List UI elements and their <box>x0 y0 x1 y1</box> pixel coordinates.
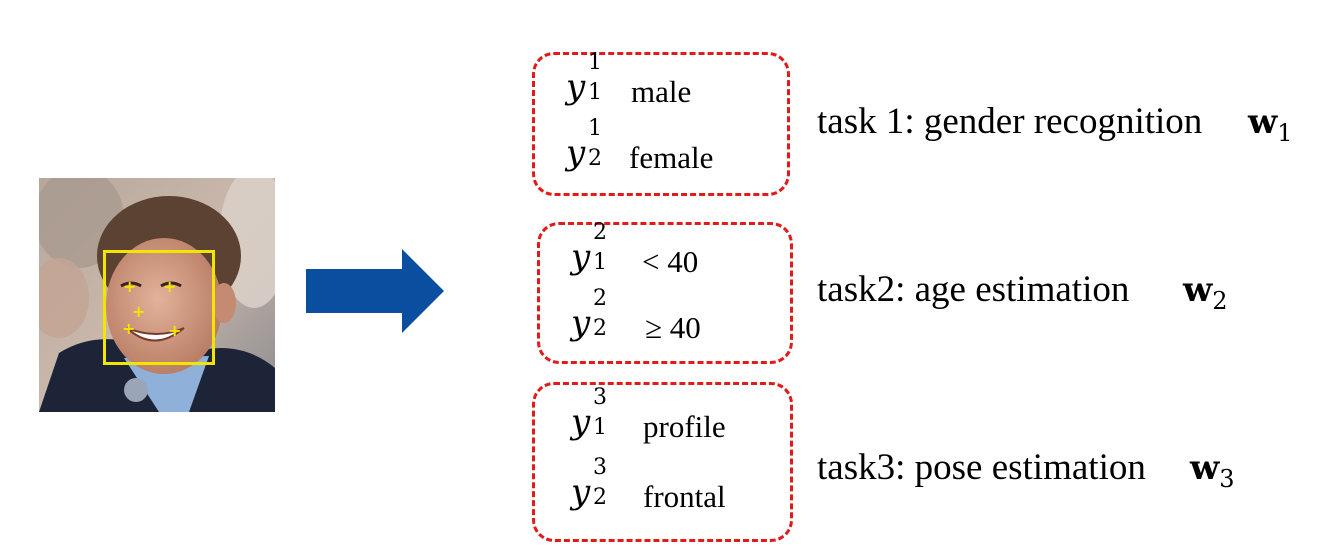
task3-class1-label: profile <box>643 409 726 444</box>
task1-weight: w1 <box>1248 102 1293 147</box>
task3-class2-label: frontal <box>643 479 726 514</box>
landmark-nose: + <box>132 302 146 321</box>
landmark-right-eye: + <box>163 277 177 296</box>
task3-class-box <box>532 382 793 542</box>
landmark-left-eye: + <box>123 277 137 296</box>
task2-label: task2: age estimation <box>817 269 1130 310</box>
task2-class2-label: ≥ 40 <box>645 310 701 345</box>
right-arrow-icon <box>306 249 444 333</box>
task1-class-box <box>532 52 790 196</box>
task1-label: task 1: gender recognition <box>817 101 1203 142</box>
face-photo: + + + + + <box>39 178 275 412</box>
landmark-mouth-right: + <box>168 321 182 340</box>
landmark-mouth-left: + <box>122 319 136 338</box>
task2-class1-label: < 40 <box>642 244 699 279</box>
task1-class1-label: male <box>631 74 692 109</box>
task1-class2-label: female <box>629 140 714 175</box>
task2-weight: w2 <box>1183 270 1228 315</box>
task2-class-box <box>537 222 793 364</box>
task3-weight: w3 <box>1190 448 1235 493</box>
task3-label: task3: pose estimation <box>817 447 1146 488</box>
face-bounding-box <box>103 250 215 365</box>
face-photo-graphic <box>39 178 275 412</box>
